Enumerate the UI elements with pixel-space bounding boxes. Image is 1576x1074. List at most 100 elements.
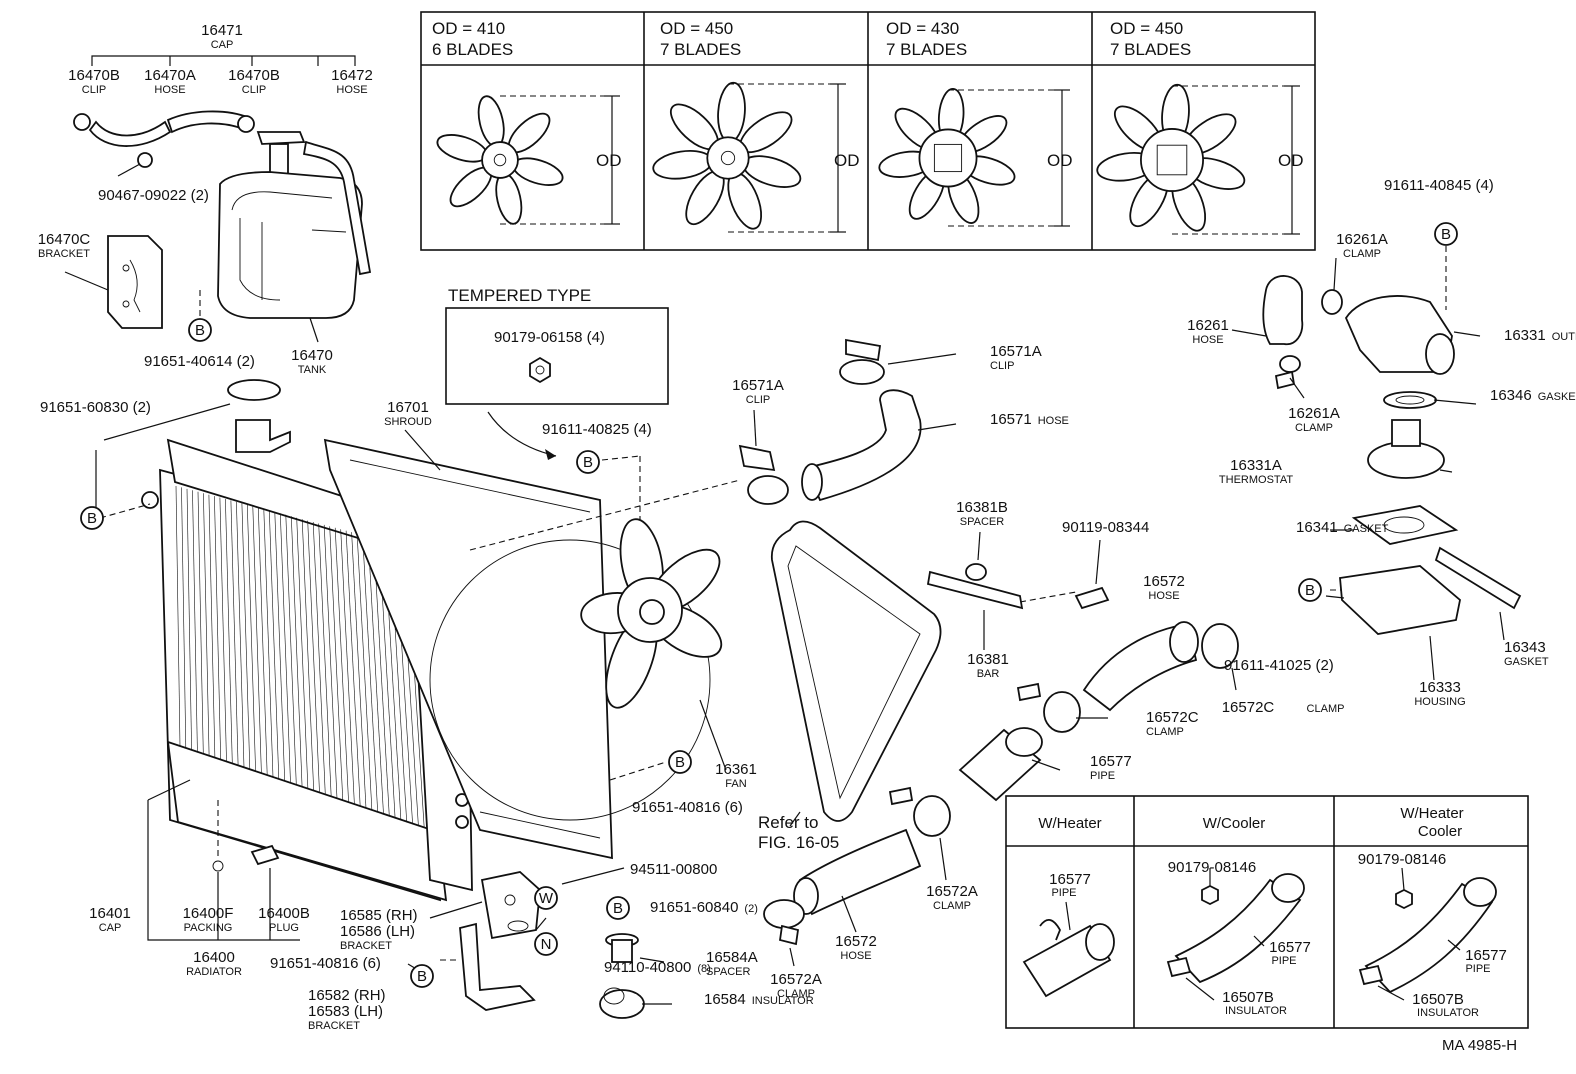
- core-fin-line: [263, 509, 274, 778]
- marker-letter: W: [539, 890, 554, 907]
- core-fin-line: [236, 501, 245, 768]
- leader: [939, 837, 947, 881]
- part-number: 16571A: [732, 377, 784, 394]
- part-label: 91611-40845 (4): [1384, 177, 1494, 194]
- variant-pipe-number: 16577: [1269, 939, 1311, 956]
- part-name: CLIP: [82, 84, 106, 96]
- fan-icon: [1096, 83, 1300, 235]
- leaders: [1231, 257, 1505, 681]
- gasket-hole: [1383, 516, 1425, 534]
- leader: [1185, 977, 1215, 1001]
- part-name: FAN: [725, 778, 746, 790]
- part-number: 16470B: [228, 67, 280, 84]
- bracket-hole: [507, 920, 529, 932]
- clip-16571a-lower: [738, 444, 776, 472]
- insulator-16584: [599, 989, 645, 1019]
- part-name: THERMOSTAT: [1219, 474, 1293, 486]
- part-number: 16346: [1490, 387, 1532, 404]
- part-number: 16471: [201, 22, 243, 39]
- marker-b: B: [1434, 222, 1458, 246]
- fan-table: OD = 410 6 BLADES OD = 450 7 BLADES OD =…: [420, 11, 1316, 251]
- part-number: 90467-09022 (2): [98, 187, 209, 204]
- part-number: 16470C: [38, 231, 91, 248]
- part-number: 91611-40845 (4): [1384, 177, 1494, 194]
- belt-inner: [787, 545, 921, 800]
- fan-icon: [436, 95, 620, 225]
- core-fin-line: [312, 521, 326, 795]
- part-name: HOSE: [1192, 334, 1223, 346]
- fan-od-label: OD = 450: [660, 19, 733, 38]
- hose-16571: [804, 389, 922, 502]
- dash-line: [609, 761, 667, 781]
- lower-hoses: [763, 621, 1239, 967]
- fan-hub-center: [493, 153, 507, 167]
- core-fin-line: [197, 491, 204, 754]
- clamp-16572c: [1201, 623, 1239, 669]
- part-name: SPACER: [706, 966, 750, 978]
- cap-16471: [256, 131, 306, 145]
- marker-letter: B: [613, 900, 623, 917]
- dash-line: [99, 503, 151, 519]
- insulator-icon: [1358, 964, 1384, 986]
- core-fin-line: [186, 488, 192, 750]
- part-number: 16361: [715, 761, 757, 778]
- part-label: 94110-40800(8): [604, 959, 711, 976]
- part-name: PLUG: [269, 922, 299, 934]
- part-number: 16586 (LH): [340, 923, 415, 940]
- part-number: 16584A: [706, 949, 758, 966]
- gasket-hole: [1395, 395, 1425, 405]
- part-name: HOUSING: [1414, 696, 1465, 708]
- clamp-16261a: [1321, 289, 1343, 315]
- part-name: CLAMP: [933, 900, 971, 912]
- part-name: OUTLET: [1552, 331, 1576, 343]
- marker-circle: [188, 318, 212, 342]
- gasket-16346: [1383, 391, 1437, 409]
- pipe-stub: [1039, 919, 1061, 941]
- tank-neck: [269, 143, 289, 175]
- insulator-icon: [1166, 956, 1192, 978]
- part-number: 94511-00800: [630, 861, 717, 878]
- part-number: 16401: [89, 905, 131, 922]
- pipe-end: [1463, 877, 1497, 907]
- marker-b: B: [668, 750, 692, 774]
- marker-letter: B: [417, 968, 427, 985]
- fan-blades-label: 6 BLADES: [432, 40, 513, 59]
- clamp-16572c: [1043, 691, 1081, 733]
- part-number: 16572C: [1146, 709, 1199, 726]
- filler-neck: [235, 419, 291, 453]
- part-number: 16343: [1504, 639, 1546, 656]
- marker-b: B: [410, 964, 434, 988]
- fan-od-label: OD = 450: [1110, 19, 1183, 38]
- fan-hub-square: [1156, 144, 1188, 176]
- marker-circle: [1434, 222, 1458, 246]
- part-name: PACKING: [184, 922, 233, 934]
- marker-circle: [410, 964, 434, 988]
- part-label: 91651-40614 (2): [144, 353, 255, 370]
- dash-line: [469, 479, 741, 551]
- fan-blade: [717, 81, 746, 143]
- core-fin-line: [192, 490, 198, 752]
- variant-insulator-number: 16507B: [1222, 989, 1274, 1006]
- core-fin-line: [285, 514, 297, 786]
- gasket-16341: [1351, 505, 1459, 545]
- nut-icon: [1201, 884, 1219, 906]
- fan-blades-label: 7 BLADES: [660, 40, 741, 59]
- part-label: 91651-40816 (6): [270, 955, 381, 972]
- part-name: BRACKET: [340, 940, 392, 952]
- dash-line: [601, 455, 641, 461]
- part-number: 16701: [387, 399, 429, 416]
- marker-n: N: [534, 932, 558, 956]
- fan-hub: [918, 128, 978, 188]
- bracket-detail: [129, 259, 141, 313]
- core-fin-line: [219, 497, 227, 762]
- part-number: 16572A: [770, 971, 822, 988]
- gasket-16343: [1434, 546, 1522, 610]
